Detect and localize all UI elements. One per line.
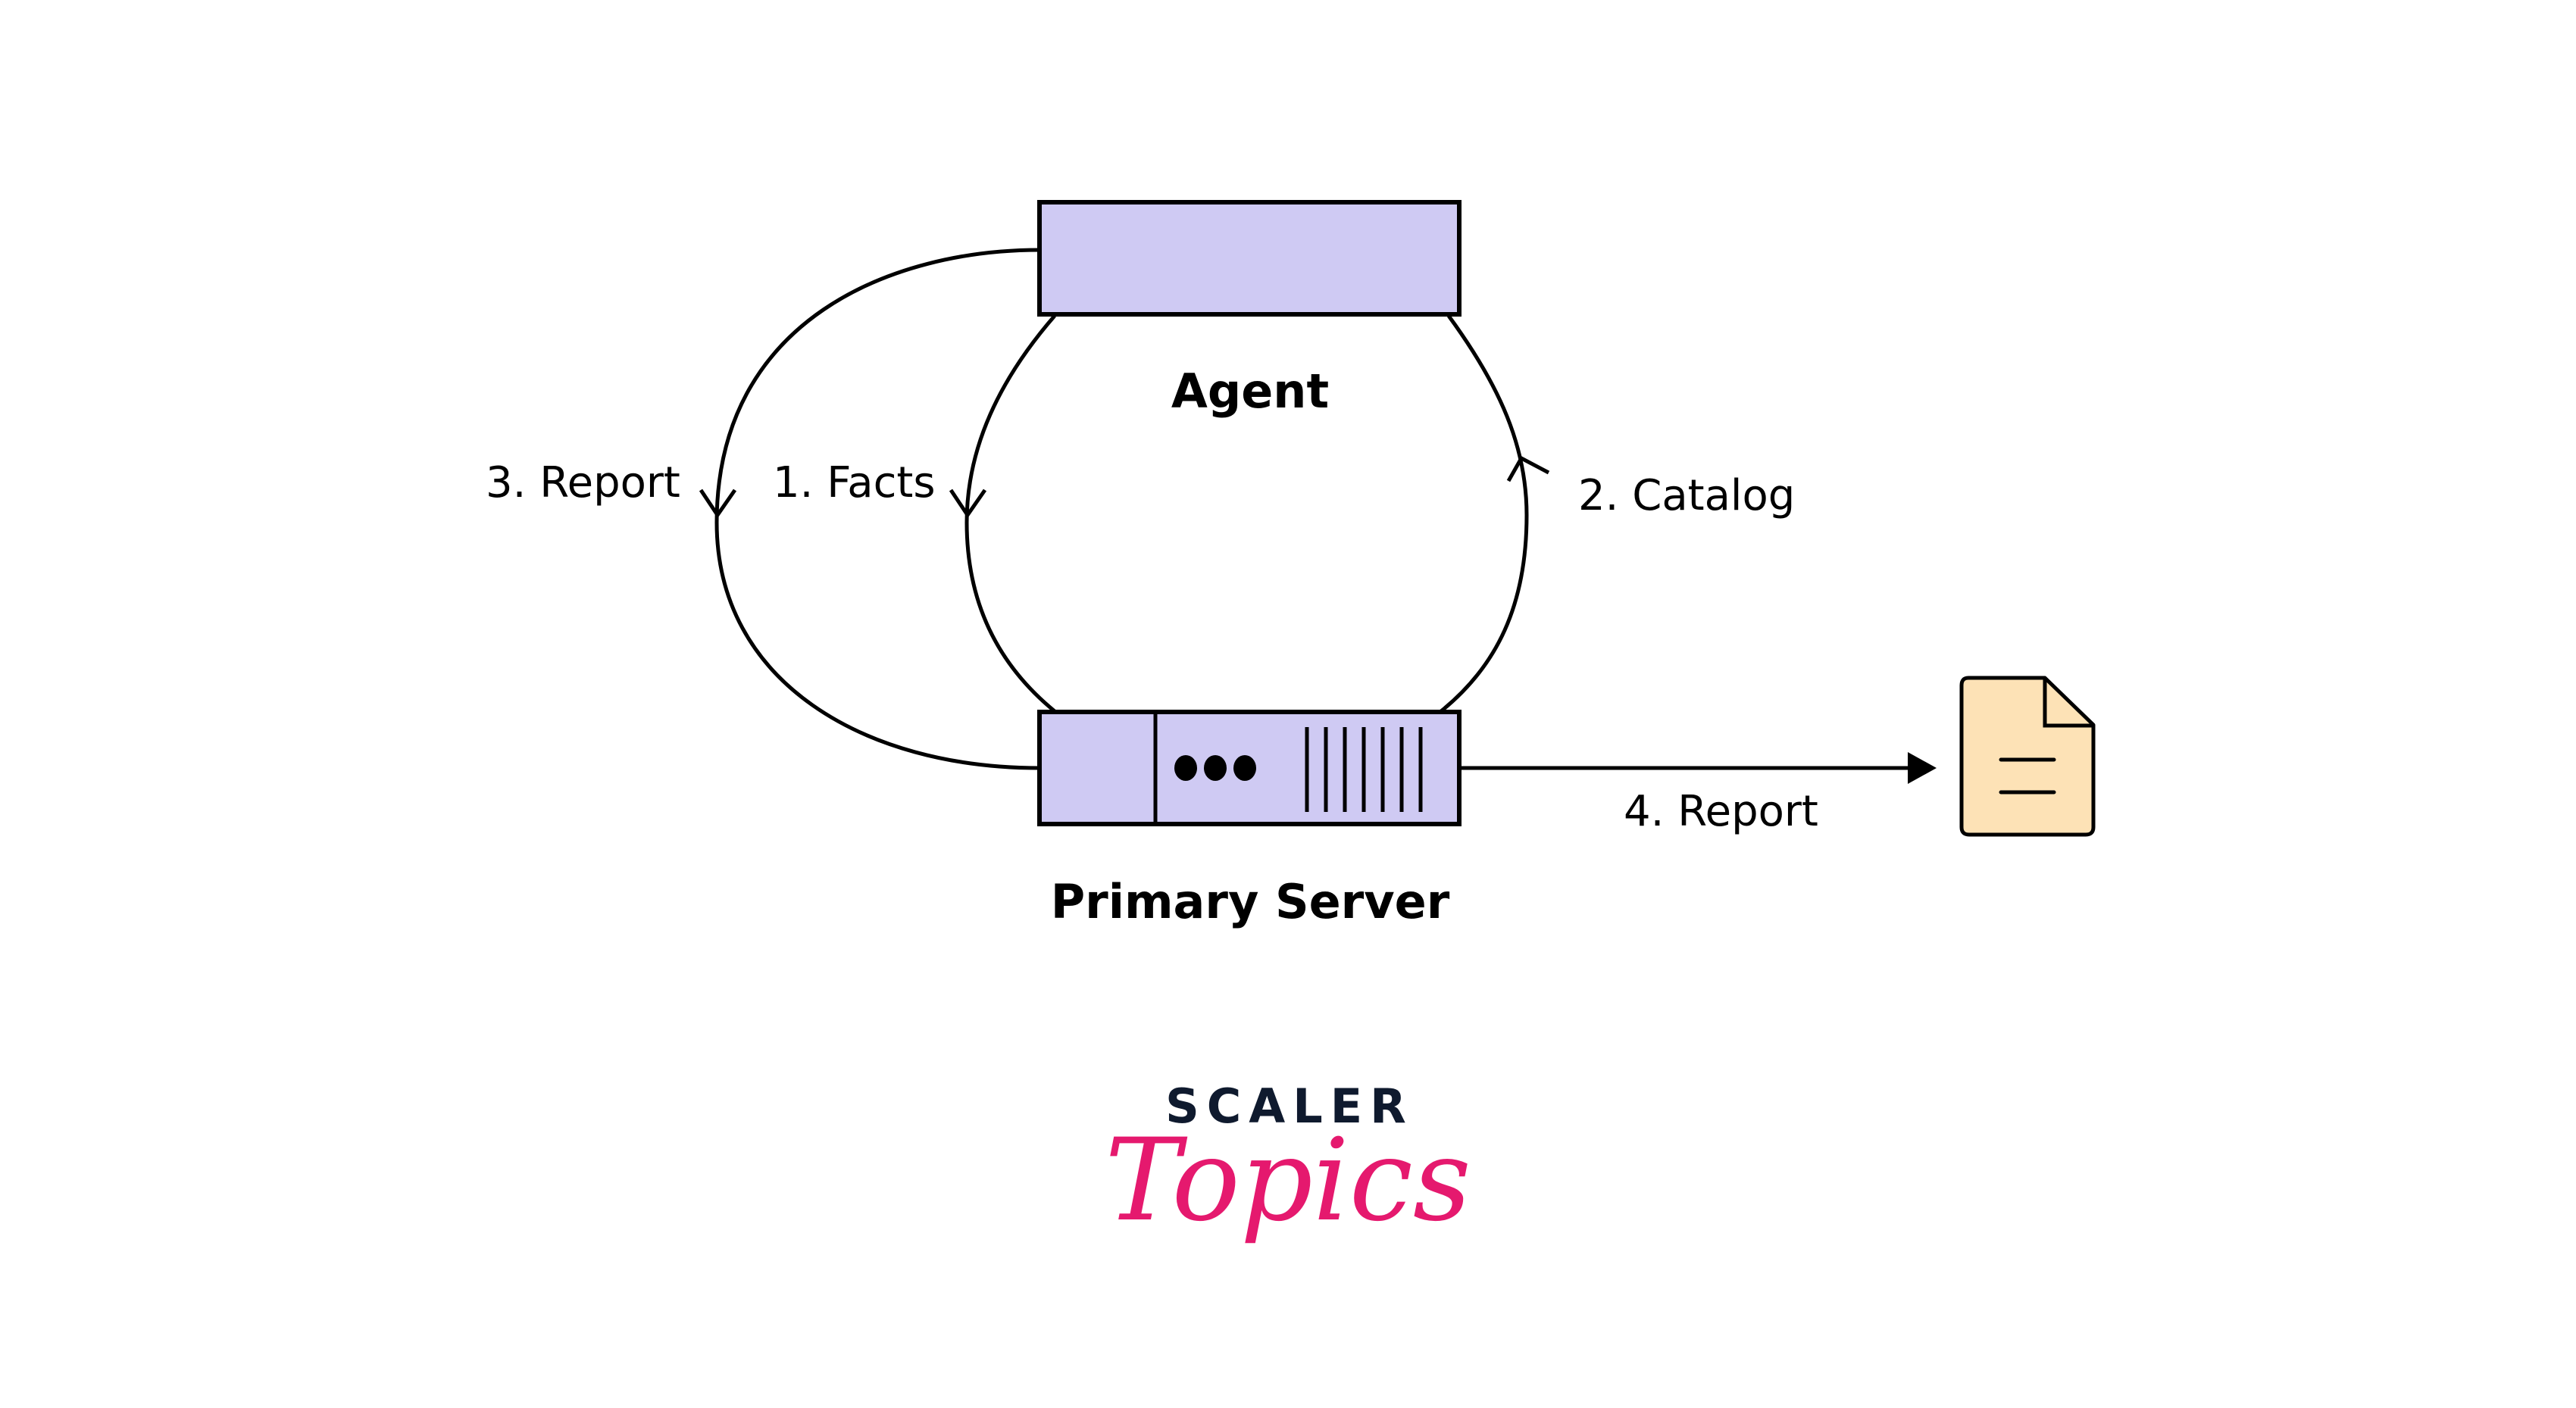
server-label: Primary Server [1051, 874, 1450, 929]
agent-label: Agent [1171, 364, 1329, 419]
document-fold [2043, 678, 2093, 728]
edge-catalog-label: 2. Catalog [1578, 471, 1795, 520]
arrow-up-icon [1506, 455, 1550, 482]
scaler-topics-logo: SCALER Topics [1105, 1079, 1471, 1247]
document-icon[interactable] [1959, 676, 2096, 837]
logo-scaler-text: SCALER [1165, 1079, 1414, 1134]
server-box[interactable] [1037, 710, 1462, 826]
edge-report-4-label: 4. Report [1624, 787, 1818, 836]
arrow-down-icon [949, 489, 987, 519]
agent-box[interactable] [1037, 200, 1462, 317]
edge-report-3-label: 3. Report [486, 458, 680, 507]
arrow-down-icon [699, 489, 737, 519]
server-vent-lines-icon [1305, 727, 1423, 812]
arrow-right-icon [1908, 752, 1937, 784]
logo-topics-text: Topics [1105, 1115, 1471, 1247]
edge-catalog-line [1440, 314, 1529, 713]
edge-facts-line [964, 314, 1056, 713]
server-status-dots-icon [1174, 755, 1256, 781]
edge-report-3-line [714, 248, 1040, 770]
edge-facts-label: 1. Facts [773, 458, 936, 507]
